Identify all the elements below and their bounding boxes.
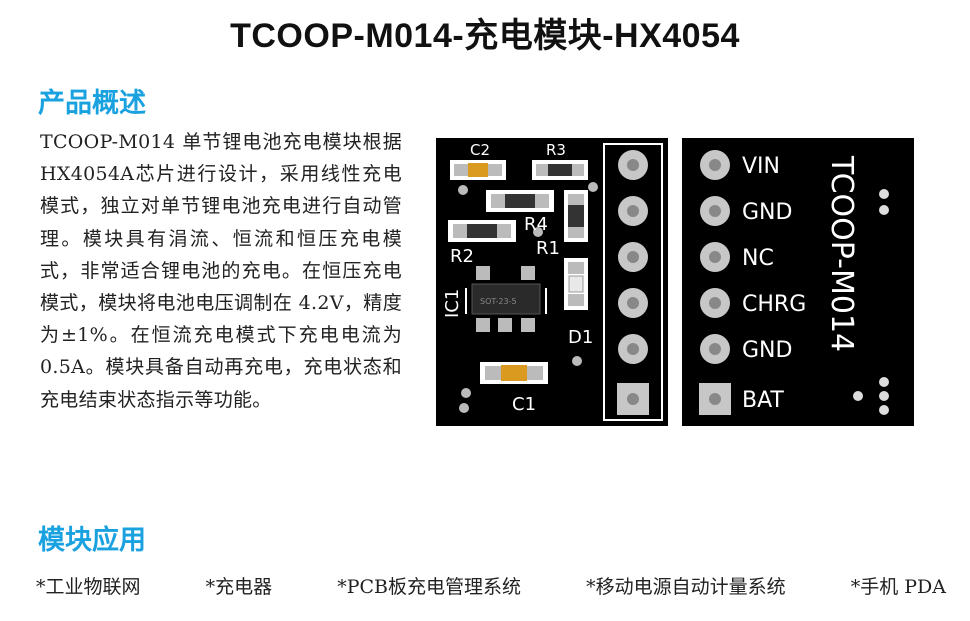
c2-capacitor xyxy=(468,163,488,177)
model-silkscreen: TCOOP-M014 xyxy=(824,155,859,352)
pin-label-nc: NC xyxy=(742,246,774,271)
applications-list: *工业物联网 *充电器 *PCB板充电管理系统 *移动电源自动计量系统 *手机 … xyxy=(36,572,946,599)
application-item: *PCB板充电管理系统 xyxy=(337,576,522,598)
pin-label-gnd-1: GND xyxy=(742,200,792,225)
r1-label: R1 xyxy=(536,238,560,259)
pcb-back-image: VIN GND NC CHRG GND BAT TCOOP-M014 xyxy=(682,138,914,426)
applications-heading: 模块应用 xyxy=(38,525,146,556)
pin-label-chrg: CHRG xyxy=(742,292,806,317)
ic1-chip-marking: SOT-23-5 xyxy=(480,297,517,306)
application-item: *充电器 xyxy=(205,576,273,598)
overview-heading: 产品概述 xyxy=(38,88,146,119)
pin-label-gnd-2: GND xyxy=(742,338,792,363)
ic1-chip xyxy=(471,283,541,315)
overview-text: TCOOP-M014 单节锂电池充电模块根据HX4054A芯片进行设计，采用线性… xyxy=(40,131,402,411)
r3-label: R3 xyxy=(546,141,566,159)
c1-capacitor xyxy=(501,365,527,381)
application-item: *手机 PDA xyxy=(850,576,946,598)
application-item: *工业物联网 xyxy=(36,576,141,598)
ic1-label: IC1 xyxy=(442,289,463,318)
pin-header-outline xyxy=(603,143,663,421)
r2-label: R2 xyxy=(450,246,474,267)
page-title: TCOOP-M014-充电模块-HX4054 xyxy=(230,17,740,55)
d1-label: D1 xyxy=(568,327,593,348)
r4-label: R4 xyxy=(524,214,548,235)
pin-label-bat: BAT xyxy=(742,388,784,413)
c1-label: C1 xyxy=(512,394,536,415)
c2-label: C2 xyxy=(470,141,490,159)
pin-label-vin: VIN xyxy=(742,154,780,179)
pcb-front-image: C2 R3 R4 R2 R1 xyxy=(436,138,668,426)
application-item: *移动电源自动计量系统 xyxy=(586,576,786,598)
